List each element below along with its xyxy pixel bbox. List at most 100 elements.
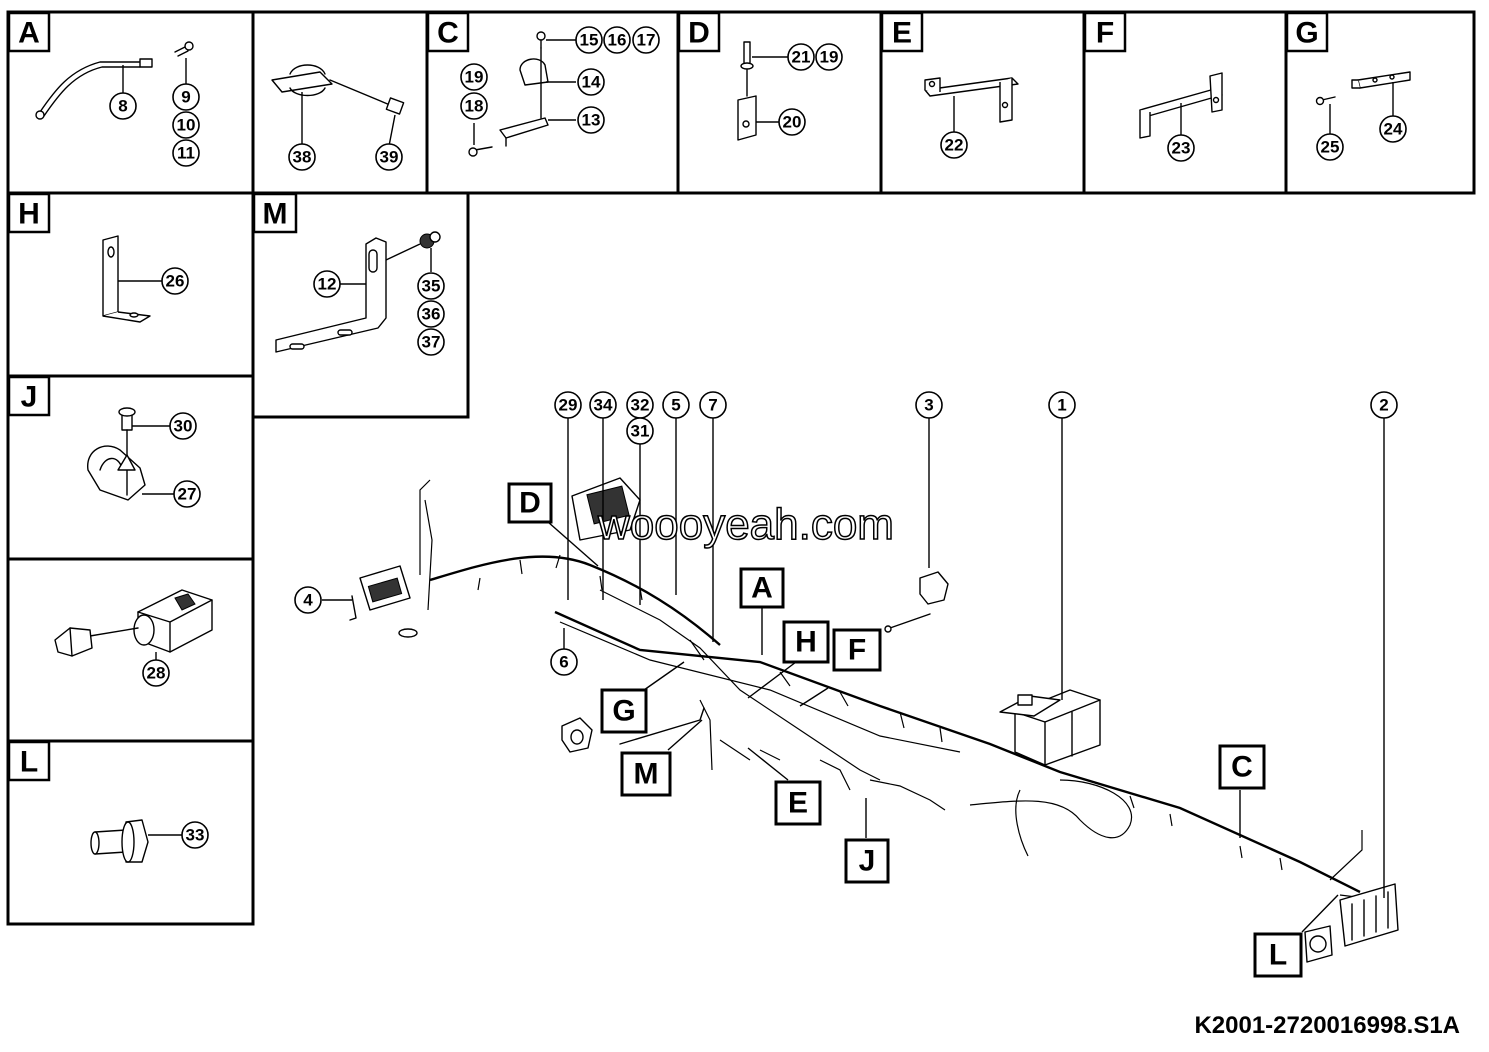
callout-31: 31 (626, 417, 654, 445)
panel-tag-g: G (1285, 11, 1329, 53)
svg-text:8: 8 (118, 97, 127, 116)
callout-26: 26 (161, 267, 189, 295)
svg-text:28: 28 (147, 664, 166, 683)
svg-text:L: L (1269, 939, 1287, 972)
callout-8: 8 (109, 92, 137, 120)
panel-tag-a: A (7, 11, 51, 53)
callout-4: 4 (294, 586, 322, 614)
svg-text:29: 29 (559, 396, 578, 415)
detail-label-j: J (844, 838, 890, 884)
svg-text:25: 25 (1321, 138, 1340, 157)
callout-13: 13 (577, 106, 605, 134)
detail-label-g: G (600, 688, 648, 734)
panel-tag-f: F (1083, 11, 1127, 53)
svg-text:E: E (892, 17, 912, 50)
detail-label-l: L (1253, 932, 1303, 978)
callout-39: 39 (375, 143, 403, 171)
callout-9: 9 (172, 83, 200, 111)
detail-label-c: C (1218, 744, 1266, 790)
part-valve-block-top (571, 477, 641, 541)
svg-text:17: 17 (637, 31, 656, 50)
callout-7: 7 (699, 391, 727, 419)
svg-text:5: 5 (671, 396, 680, 415)
svg-text:15: 15 (580, 31, 599, 50)
svg-text:27: 27 (178, 485, 197, 504)
part-batteries (999, 689, 1101, 766)
part-lamp-housing (561, 717, 593, 753)
svg-text:14: 14 (582, 73, 601, 92)
assembly-bracket-m (619, 707, 705, 745)
svg-text:19: 19 (465, 68, 484, 87)
svg-text:35: 35 (422, 277, 441, 296)
callout-35: 35 (417, 272, 445, 300)
part-bracket-f (1139, 72, 1223, 139)
part-hose-clamp (271, 64, 405, 115)
svg-text:J: J (859, 845, 876, 878)
svg-text:3: 3 (924, 396, 933, 415)
callout-21: 21 (787, 43, 815, 71)
svg-text:2: 2 (1379, 396, 1388, 415)
part-ground-cable (35, 41, 194, 120)
main-leaders (322, 418, 1385, 933)
callout-2: 2 (1370, 391, 1398, 419)
svg-text:E: E (788, 787, 808, 820)
svg-text:22: 22 (945, 136, 964, 155)
svg-text:1: 1 (1057, 396, 1066, 415)
callout-1: 1 (1048, 391, 1076, 419)
main-harness (419, 479, 1381, 901)
svg-text:10: 10 (177, 116, 196, 135)
detail-label-h: H (782, 620, 830, 664)
panel-tag-c: C (426, 11, 470, 53)
svg-text:30: 30 (174, 417, 193, 436)
callout-29: 29 (554, 391, 582, 419)
callout-27: 27 (173, 480, 201, 508)
svg-text:M: M (634, 758, 659, 791)
callout-14: 14 (577, 68, 605, 96)
svg-text:21: 21 (792, 48, 811, 67)
svg-text:F: F (1096, 17, 1114, 50)
svg-text:36: 36 (422, 305, 441, 324)
svg-text:19: 19 (820, 48, 839, 67)
svg-text:31: 31 (631, 422, 650, 441)
svg-text:F: F (848, 634, 866, 667)
svg-text:20: 20 (783, 113, 802, 132)
callout-37: 37 (417, 328, 445, 356)
svg-text:G: G (612, 695, 635, 728)
part-valve-block (349, 565, 418, 638)
panel-frames (6, 10, 1476, 926)
svg-text:16: 16 (608, 31, 627, 50)
part-beacon-housing (884, 571, 949, 633)
detail-label-e: E (774, 780, 822, 826)
part-bracket-h (102, 235, 151, 323)
svg-text:7: 7 (708, 396, 717, 415)
panel-tag-e: E (880, 11, 924, 53)
part-rear-lamps (1304, 883, 1399, 963)
callout-23: 23 (1167, 134, 1195, 162)
svg-text:39: 39 (380, 148, 399, 167)
svg-text:9: 9 (181, 88, 190, 107)
svg-text:J: J (21, 381, 38, 414)
svg-text:37: 37 (422, 333, 441, 352)
detail-label-a: A (739, 567, 785, 609)
svg-text:D: D (519, 487, 541, 520)
panel-tag-d: D (677, 11, 721, 53)
callout-32: 32 (626, 391, 654, 419)
callout-22: 22 (940, 131, 968, 159)
detail-label-d: D (507, 482, 553, 524)
callout-17: 17 (632, 26, 660, 54)
callout-18: 18 (460, 92, 488, 120)
drawing-number: K2001-2720016998.S1A (1194, 1012, 1460, 1039)
svg-text:G: G (1295, 17, 1318, 50)
svg-text:L: L (20, 746, 38, 779)
callout-19-d: 19 (815, 43, 843, 71)
callout-11: 11 (172, 139, 200, 167)
svg-text:6: 6 (559, 653, 568, 672)
callout-12: 12 (313, 270, 341, 298)
callout-5: 5 (662, 391, 690, 419)
callout-30: 30 (169, 412, 197, 440)
svg-text:13: 13 (582, 111, 601, 130)
detail-label-m: M (620, 751, 672, 797)
svg-text:26: 26 (166, 272, 185, 291)
svg-text:18: 18 (465, 97, 484, 116)
